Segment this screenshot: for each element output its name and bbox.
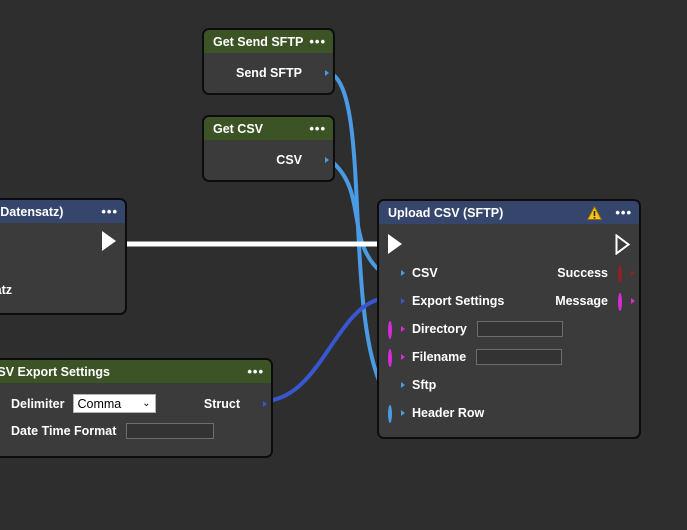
node-body: CSV [204, 140, 333, 180]
pin-label: Filename [412, 350, 467, 364]
data-pin-magenta-hollow-icon[interactable] [388, 349, 405, 367]
data-pin-light-blue-icon[interactable] [312, 67, 329, 79]
row-label: Datensatz [0, 283, 13, 297]
pin-row-csv: CSV Success [379, 259, 639, 287]
node-get-send-sftp[interactable]: Get Send SFTP ••• Send SFTP [202, 28, 335, 95]
pin-label: Header Row [412, 406, 485, 420]
pin-label: CSV [276, 153, 302, 167]
data-pin-royal-blue-icon[interactable] [250, 398, 267, 410]
exec-row [379, 229, 639, 259]
node-header[interactable]: Get CSV ••• [204, 117, 333, 140]
data-pin-red-hollow-icon[interactable] [618, 265, 635, 283]
node-title: Upload CSV (SFTP) [388, 205, 504, 220]
node-header[interactable]: Upload CSV (SFTP) ••• [379, 201, 639, 224]
node-row: Datensatz [0, 277, 125, 303]
pin-row-send-sftp: Send SFTP [204, 59, 333, 87]
node-body: CSV Success Export Settings Message [379, 224, 639, 437]
data-pin-magenta-hollow-icon[interactable] [388, 321, 405, 339]
node-menu-icon[interactable]: ••• [309, 33, 326, 49]
wire-csv-to-csv [328, 158, 382, 273]
pin-label: Directory [412, 322, 467, 336]
delimiter-value: Comma [77, 396, 122, 411]
node-header[interactable]: ke CSV Export Settings ••• [0, 360, 271, 383]
field-label: Date Time Format [11, 423, 117, 438]
node-menu-icon[interactable]: ••• [247, 363, 264, 379]
exec-output-row [0, 227, 125, 255]
wire-sendsftp-to-sftp [328, 71, 382, 384]
pin-row-directory: Directory [379, 315, 639, 343]
node-body: Delimiter Comma ⌄ Struct Date Time Forma… [0, 383, 271, 456]
pin-label: Export Settings [412, 294, 505, 308]
exec-pin-in-icon[interactable] [388, 234, 402, 254]
field-label: Delimiter [11, 396, 65, 411]
pin-label: Message [555, 294, 608, 308]
node-title: SV (CsvDatensatz) [0, 204, 64, 219]
node-menu-icon[interactable]: ••• [309, 120, 326, 136]
chevron-down-icon: ⌄ [142, 398, 151, 409]
node-header[interactable]: SV (CsvDatensatz) ••• [0, 200, 125, 223]
data-pin-light-blue-icon[interactable] [388, 379, 405, 391]
directory-input[interactable] [476, 321, 563, 337]
field-row-datetime-format: Date Time Format [0, 417, 271, 444]
filename-input[interactable] [476, 349, 563, 365]
data-pin-royal-blue-icon[interactable] [388, 295, 405, 307]
node-body: Datensatz [0, 223, 125, 313]
node-title: Get Send SFTP [213, 34, 304, 49]
node-menu-icon[interactable]: ••• [615, 204, 632, 220]
node-row [0, 255, 125, 277]
data-pin-light-blue-icon[interactable] [312, 154, 329, 166]
data-pin-light-blue-icon[interactable] [388, 267, 405, 279]
data-pin-blue-hollow-icon[interactable] [388, 405, 405, 423]
node-make-csv-export-settings[interactable]: ke CSV Export Settings ••• Delimiter Com… [0, 358, 273, 458]
node-body: Send SFTP [204, 53, 333, 93]
exec-pin-out-icon[interactable] [615, 233, 631, 255]
exec-pin-filled-icon[interactable] [102, 231, 116, 251]
pin-label: Success [557, 266, 608, 280]
pin-row-sftp: Sftp [379, 371, 639, 399]
pin-row-header-row: Header Row [379, 399, 639, 427]
node-csv-datensatz[interactable]: SV (CsvDatensatz) ••• Datensatz [0, 198, 127, 315]
pin-row-csv: CSV [204, 146, 333, 174]
warning-triangle-icon[interactable] [587, 204, 603, 220]
node-header[interactable]: Get Send SFTP ••• [204, 30, 333, 53]
node-get-csv[interactable]: Get CSV ••• CSV [202, 115, 335, 182]
delimiter-select[interactable]: Comma ⌄ [72, 394, 156, 413]
pin-label: CSV [412, 266, 438, 280]
node-title: ke CSV Export Settings [0, 364, 110, 379]
pin-row-filename: Filename [379, 343, 639, 371]
node-menu-icon[interactable]: ••• [101, 203, 118, 219]
pin-label: Sftp [412, 378, 437, 392]
data-pin-magenta-hollow-icon[interactable] [618, 293, 635, 311]
node-title: Get CSV [213, 121, 264, 136]
wire-struct-to-export-settings [264, 297, 381, 403]
pin-label: Struct [203, 396, 240, 411]
datetime-format-input[interactable] [126, 422, 215, 439]
node-upload-csv-sftp[interactable]: Upload CSV (SFTP) ••• [377, 199, 641, 439]
pin-row-export-settings: Export Settings Message [379, 287, 639, 315]
pin-label: Send SFTP [236, 66, 302, 80]
field-row-delimiter: Delimiter Comma ⌄ Struct [0, 390, 271, 417]
